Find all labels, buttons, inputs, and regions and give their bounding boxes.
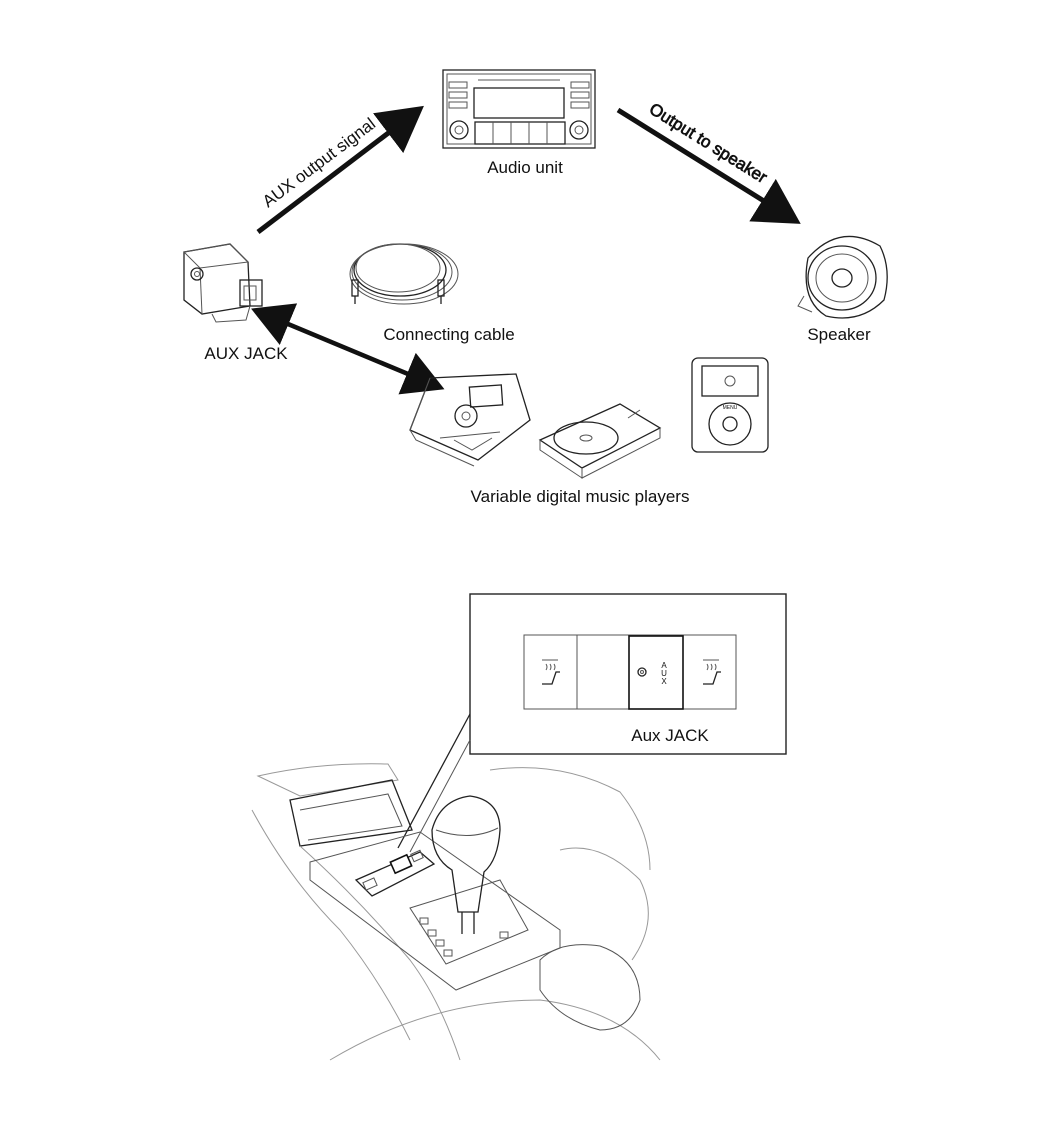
aux-jack-label: AUX JACK <box>204 344 288 363</box>
players-label: Variable digital music players <box>471 487 690 506</box>
aux-output-arrow <box>256 105 424 234</box>
speaker-icon <box>797 235 888 319</box>
ipod-icon: MENU <box>691 357 769 453</box>
callout-aux-jack-label: Aux JACK <box>631 726 709 745</box>
mp3-player-icon <box>409 373 531 467</box>
output-to-speaker-label: Output to speaker <box>646 99 771 187</box>
gear-shift-icon <box>431 795 501 934</box>
audio-unit-icon <box>442 69 596 149</box>
aux-jack-callout: A U X <box>469 593 787 755</box>
cd-player-icon <box>538 403 662 479</box>
svg-text:X: X <box>661 677 667 686</box>
connecting-cable-label: Connecting cable <box>383 325 514 344</box>
speaker-label: Speaker <box>807 325 871 344</box>
connecting-cable-icon <box>349 243 459 305</box>
svg-text:A: A <box>661 661 667 670</box>
audio-unit-label: Audio unit <box>487 158 563 177</box>
seat-heater-icon <box>703 659 721 685</box>
callout-leader-left <box>397 713 471 849</box>
aux-player-arrow <box>251 303 445 395</box>
aux-jack-icon <box>182 243 263 323</box>
output-to-speaker-arrow <box>616 107 801 224</box>
callout-leader-right <box>409 739 471 853</box>
seat-heater-icon <box>542 659 560 685</box>
aux-output-signal-label: AUX output signal <box>259 114 379 211</box>
center-console-sketch <box>251 763 661 1061</box>
svg-text:U: U <box>661 669 667 678</box>
svg-text:MENU: MENU <box>723 405 738 411</box>
